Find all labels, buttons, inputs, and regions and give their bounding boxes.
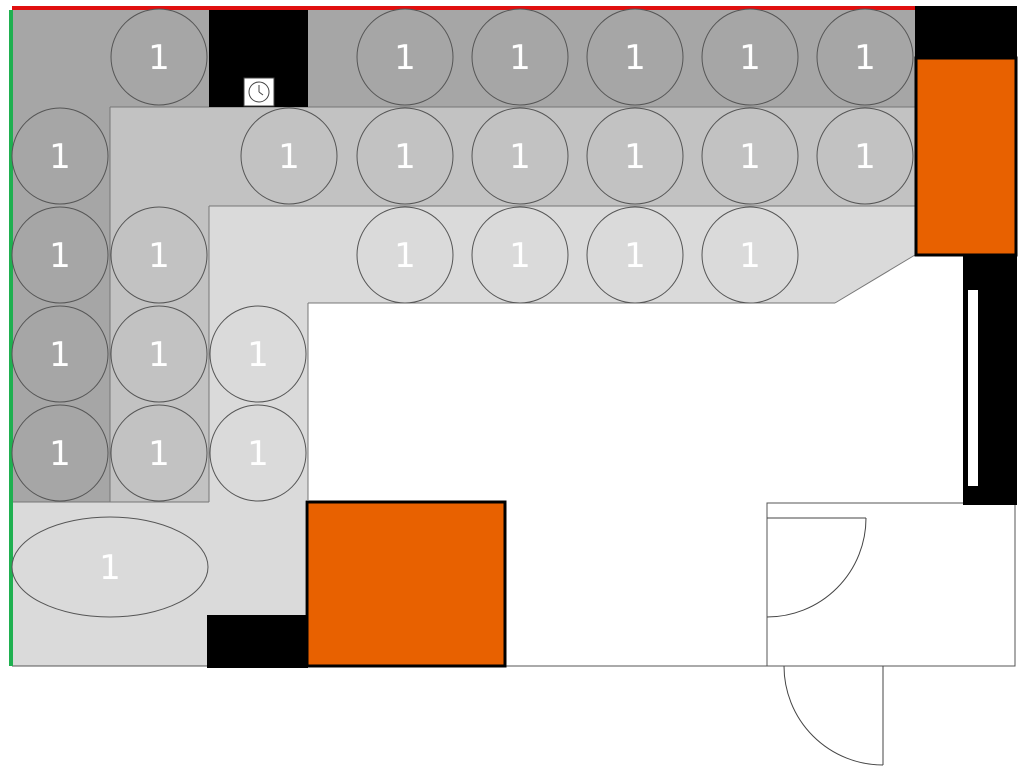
seat-label: 1 [148, 38, 170, 78]
seat-label: 1 [394, 38, 416, 78]
seat-label: 1 [49, 236, 71, 276]
seat-circle [110, 8, 208, 106]
seat-circle [356, 8, 454, 106]
fixture-bottom [305, 500, 507, 668]
clock-face [248, 81, 270, 103]
seat: 1 [816, 107, 914, 205]
seat-label: 1 [49, 137, 71, 177]
seat-circle [110, 206, 208, 304]
seat-label: 1 [278, 137, 300, 177]
fixtures [305, 56, 1018, 668]
seat-label: 1 [739, 236, 761, 276]
seat: 1 [356, 206, 454, 304]
ellipse-shape [11, 516, 209, 618]
seat: 1 [586, 206, 684, 304]
seat: 1 [110, 404, 208, 502]
seat-label: 1 [394, 137, 416, 177]
seat-label: 1 [509, 236, 531, 276]
seat-label: 1 [394, 236, 416, 276]
seat-circle [471, 107, 569, 205]
seat-label: 1 [854, 137, 876, 177]
seat-label: 1 [49, 434, 71, 474]
door-entrance [783, 665, 884, 766]
seat-label: 1 [148, 335, 170, 375]
wall-block-corner [915, 6, 1017, 62]
door-inner [766, 517, 867, 618]
seat: 1 [209, 404, 307, 502]
seat-circle [701, 206, 799, 304]
doors [766, 517, 884, 766]
seat: 1 [816, 8, 914, 106]
seat-circle [586, 8, 684, 106]
seat-label: 1 [49, 335, 71, 375]
seat-circle [240, 107, 338, 205]
seat: 1 [240, 107, 338, 205]
seat: 1 [586, 107, 684, 205]
seat: 1 [701, 107, 799, 205]
seat-circle [586, 107, 684, 205]
door-swing-arc [766, 517, 867, 618]
seat-circle [209, 404, 307, 502]
seat-circle [110, 305, 208, 403]
seat-circle [701, 107, 799, 205]
clock-icon [243, 77, 275, 107]
seat: 1 [471, 206, 569, 304]
fixture-right [914, 56, 1018, 257]
seat-label: 1 [148, 434, 170, 474]
seat-circle [11, 305, 109, 403]
seat: 1 [11, 107, 109, 205]
wall-block-bottom [207, 615, 308, 668]
seat-label: 1 [624, 137, 646, 177]
seat-circle [586, 206, 684, 304]
seat: 1 [110, 8, 208, 106]
window-slot [968, 290, 978, 486]
seat-label: 1 [624, 236, 646, 276]
seat: 1 [356, 8, 454, 106]
ellipse-table: 1 [11, 516, 209, 618]
seat-label: 1 [148, 236, 170, 276]
seat: 1 [701, 206, 799, 304]
clock-hand [258, 91, 264, 96]
seat: 1 [11, 305, 109, 403]
seat-circle [816, 8, 914, 106]
seat-label: 1 [247, 434, 269, 474]
seat: 1 [209, 305, 307, 403]
seat-circle [11, 107, 109, 205]
seat: 1 [471, 107, 569, 205]
seat-label: 1 [509, 38, 531, 78]
seat-circle [11, 404, 109, 502]
seat-circle [11, 206, 109, 304]
seat-circle [356, 206, 454, 304]
seat: 1 [11, 206, 109, 304]
seat-label: 1 [739, 137, 761, 177]
seat: 1 [701, 8, 799, 106]
seat: 1 [586, 8, 684, 106]
seat: 1 [110, 305, 208, 403]
seat-label: 1 [247, 335, 269, 375]
seat: 1 [11, 404, 109, 502]
seat-circle [816, 107, 914, 205]
ellipse-label: 1 [99, 548, 121, 588]
seat-circle [356, 107, 454, 205]
seat-circle [209, 305, 307, 403]
seat: 1 [110, 206, 208, 304]
room-outline [12, 502, 1016, 667]
seats: 1 1 1 1 1 1 1 1 1 1 1 1 1 1 1 1 1 1 1 1 1 1 1 1 1 [11, 8, 914, 502]
seat-label: 1 [854, 38, 876, 78]
seat-circle [701, 8, 799, 106]
door-swing-arc [783, 665, 884, 766]
seat-circle [471, 206, 569, 304]
side-room [766, 502, 1016, 667]
walls [207, 6, 1017, 668]
seat: 1 [471, 8, 569, 106]
seat-circle [471, 8, 569, 106]
seat: 1 [356, 107, 454, 205]
seat-label: 1 [624, 38, 646, 78]
seat-label: 1 [739, 38, 761, 78]
seat-circle [110, 404, 208, 502]
zone-divider [834, 254, 916, 304]
zone-mid [12, 10, 915, 502]
seat-label: 1 [509, 137, 531, 177]
